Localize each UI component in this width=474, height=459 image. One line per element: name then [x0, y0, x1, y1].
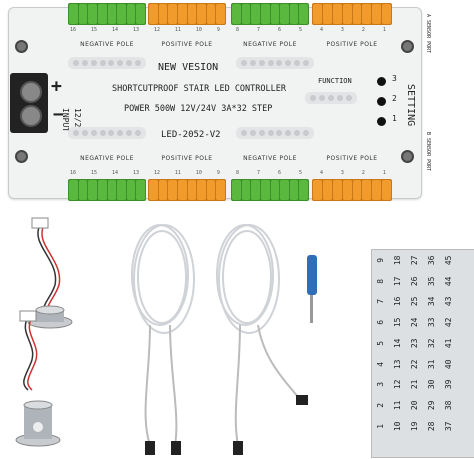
mount-hole-icon	[15, 150, 28, 163]
connector-icon	[233, 441, 243, 455]
bottom-positive-pole-label: POSITIVE POLE	[161, 155, 213, 162]
screwdriver-icon	[307, 255, 317, 323]
screw-icon	[20, 81, 42, 103]
minus-symbol: −	[53, 104, 64, 125]
plus-symbol: +	[51, 76, 62, 97]
bottom-positive-pole-label-2: POSITIVE POLE	[326, 155, 378, 162]
top-terminal-block-4	[312, 3, 392, 25]
connector-icon	[296, 395, 308, 405]
bottom-terminal-block-3	[231, 179, 309, 201]
button-1-number: 1	[392, 114, 397, 123]
mount-hole-icon	[15, 40, 28, 53]
top-terminal-block-3	[231, 3, 309, 25]
function-label: FUNCTION	[318, 77, 352, 85]
bottom-terminal-block-2	[148, 179, 226, 201]
sticker-number: 43	[443, 296, 453, 307]
connector-icon	[171, 441, 181, 455]
accessories-illustration	[15, 217, 317, 455]
motion-sensor-icon	[15, 310, 61, 447]
model-label: LED-2052-V2	[161, 130, 221, 140]
led-row-3	[68, 127, 146, 139]
cable-coil-icon	[131, 224, 195, 446]
sticker-number: 45	[444, 255, 453, 266]
sticker-number: 41	[443, 338, 453, 348]
sticker-number: 44	[443, 276, 453, 286]
screw-icon	[20, 105, 42, 127]
button-3-number: 3	[392, 74, 397, 83]
power-spec-label: POWER 500W 12V/24V 3A*32 STEP	[124, 104, 273, 114]
connector-icon	[145, 441, 155, 455]
bottom-terminal-block-1	[68, 179, 146, 201]
controller-title: SHORTCUTPROOF STAIR LED CONTROLLER	[112, 84, 286, 94]
top-negative-pole-label: NEGATIVE POLE	[80, 41, 134, 48]
top-terminal-block-1	[68, 3, 146, 25]
top-positive-pole-label: POSITIVE POLE	[161, 41, 213, 48]
sticker-number: 39	[443, 379, 453, 390]
a-sensor-port-label: A SENSOR PORT	[425, 14, 431, 54]
setting-label: SETTING	[405, 84, 416, 127]
led-row-2	[236, 57, 314, 69]
setting-button-2[interactable]	[377, 97, 386, 106]
sticker-number: 38	[443, 400, 453, 411]
motion-sensor-icon	[27, 217, 73, 329]
button-2-number: 2	[392, 94, 397, 103]
top-terminal-block-2	[148, 3, 226, 25]
bottom-negative-pole-label: NEGATIVE POLE	[80, 155, 134, 162]
led-row-function	[305, 92, 357, 104]
top-negative-pole-label-2: NEGATIVE POLE	[243, 41, 297, 48]
cable-coil-icon	[216, 224, 301, 446]
b-sensor-port-label: B SENSOR PORT	[425, 132, 431, 172]
bottom-negative-pole-label-2: NEGATIVE POLE	[243, 155, 297, 162]
top-positive-pole-label-2: POSITIVE POLE	[326, 41, 378, 48]
led-row-1	[68, 57, 146, 69]
sticker-number: 37	[443, 421, 453, 431]
sticker-number: 42	[443, 317, 453, 328]
new-version-label: NEW VESION	[158, 62, 219, 73]
bottom-terminal-block-4	[312, 179, 392, 201]
setting-button-3[interactable]	[377, 77, 386, 86]
mount-hole-icon	[401, 40, 414, 53]
setting-button-1[interactable]	[377, 117, 386, 126]
power-input-terminal	[10, 73, 48, 133]
mount-hole-icon	[401, 150, 414, 163]
sticker-number: 40	[444, 359, 453, 369]
led-row-4	[236, 127, 314, 139]
